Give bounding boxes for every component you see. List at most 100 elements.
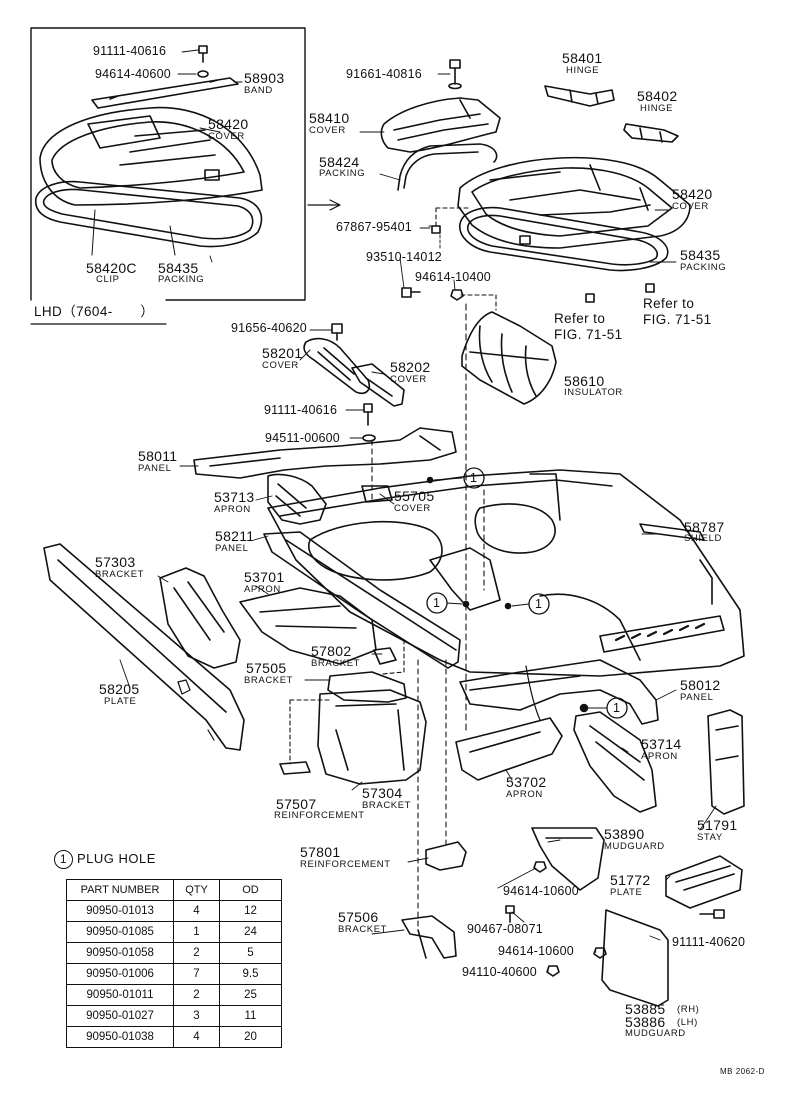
reinforcement-57801 xyxy=(425,841,467,871)
callout-part-number: 53890 xyxy=(604,826,645,842)
bolt-93510 xyxy=(401,287,421,298)
washer-94511 xyxy=(362,434,376,442)
callout-part-name: PANEL xyxy=(138,463,172,474)
inset-packing xyxy=(34,180,263,248)
nut-94614-top xyxy=(450,289,464,301)
callout-part-number: 67867-95401 xyxy=(336,220,412,234)
cover-58410 xyxy=(380,97,501,153)
screw-90467 xyxy=(505,905,515,923)
callout-part-number: 94614-10600 xyxy=(503,884,579,898)
callout-part-name: BRACKET xyxy=(362,800,412,811)
callout-part-name: MUDGUARD xyxy=(604,841,665,852)
callout-part-name: MUDGUARD xyxy=(625,1028,686,1039)
inset-arrow xyxy=(307,199,341,211)
callout-part-number: 58903 xyxy=(244,70,285,86)
plate-51772 xyxy=(665,855,743,909)
plug-marker-3 xyxy=(504,593,550,615)
callout-part-name: CLIP xyxy=(96,274,120,285)
callout-part-number: 58420 xyxy=(208,116,249,132)
callout-part-number: 91111-40616 xyxy=(93,44,167,58)
callout-part-name: APRON xyxy=(641,751,678,762)
callout-part-number: 58435 xyxy=(158,260,199,276)
callout-part-name: BRACKET xyxy=(311,658,361,669)
callout-part-number: 91656-40620 xyxy=(231,321,307,335)
callout-part-number: 57801 xyxy=(300,844,341,860)
callout-part-name: BAND xyxy=(244,85,273,96)
callout-part-name: APRON xyxy=(244,584,281,595)
callout-part-name: SHIELD xyxy=(684,533,722,544)
refer-icons xyxy=(585,283,655,303)
plug-marker-1 xyxy=(426,467,485,489)
panel-58211 xyxy=(263,531,461,669)
callout-part-number: 51791 xyxy=(697,817,738,833)
packing-58435 xyxy=(459,206,669,272)
callout-part-number: 91111-40620 xyxy=(672,935,746,949)
inset-band xyxy=(91,77,239,109)
callout-part-number: 58401 xyxy=(562,50,603,66)
callout-part-name: APRON xyxy=(506,789,543,800)
bracket-57505 xyxy=(327,671,407,703)
callout-part-name: PLATE xyxy=(610,887,643,898)
inset-cover xyxy=(39,106,263,206)
apron-53702 xyxy=(455,717,563,781)
inset-washer xyxy=(197,70,209,78)
callout-part-number: 58424 xyxy=(319,154,360,170)
plug-marker-symbol: 1 xyxy=(54,850,73,869)
callout-part-number: 53714 xyxy=(641,736,682,752)
bolt-91111 xyxy=(363,403,373,426)
bolt-91656 xyxy=(331,323,343,341)
callout-part-name: INSULATOR xyxy=(564,387,623,398)
callout-part-number: 57303 xyxy=(95,554,136,570)
callout-part-number: 57304 xyxy=(362,785,403,801)
callout-part-number: 58012 xyxy=(680,677,721,693)
reinforcement-57507 xyxy=(279,761,311,775)
callout-part-name: BRACKET xyxy=(95,569,145,580)
callout-part-name: REINFORCEMENT xyxy=(274,810,365,821)
callout-part-number: 55705 xyxy=(394,488,435,504)
cover-58201 xyxy=(303,337,371,395)
plug-marker-4 xyxy=(579,697,628,719)
callout-part-name: PACKING xyxy=(158,274,205,285)
callout-part-name: COVER xyxy=(390,374,427,385)
apron-53713 xyxy=(267,473,327,525)
callout-part-name: COVER xyxy=(309,125,346,136)
callout-part-number: 91111-40616 xyxy=(264,403,338,417)
bracket-57303 xyxy=(159,567,241,669)
callout-part-name: PACKING xyxy=(680,262,727,273)
callout-part-name: COVER xyxy=(262,360,299,371)
callout-part-number: 58420 xyxy=(672,186,713,202)
callout-part-number: 53701 xyxy=(244,569,285,585)
callout-part-name: APRON xyxy=(214,504,251,515)
panel-58012 xyxy=(459,659,659,725)
callout-part-number: 58211 xyxy=(215,528,255,544)
callout-part-name: COVER xyxy=(208,131,245,142)
screw-67867 xyxy=(431,225,441,234)
hinge-58401 xyxy=(544,85,615,107)
mudguard-53890 xyxy=(531,827,605,891)
stay-51791 xyxy=(707,709,745,815)
callout-part-number: 90467-08071 xyxy=(467,922,543,936)
callout-part-number: 57505 xyxy=(246,660,287,676)
callout-part-name: COVER xyxy=(394,503,431,514)
callout-part-name: (LH) xyxy=(677,1017,698,1028)
plate-58205 xyxy=(43,543,245,751)
inset-frame xyxy=(30,27,306,301)
column-header: QTY xyxy=(173,879,220,901)
callout-part-name: COVER xyxy=(672,201,709,212)
plug-marker-digit: 1 xyxy=(535,597,543,611)
plug-marker-digit: 1 xyxy=(470,471,478,485)
cover-55705 xyxy=(361,485,393,503)
callout-part-number: 94110-40600 xyxy=(462,965,537,979)
packing-58424 xyxy=(397,143,498,191)
callout-part-number: 93510-14012 xyxy=(366,250,442,264)
callout-part-number: 58201 xyxy=(262,345,303,361)
column-header: OD xyxy=(219,879,282,901)
callout-part-number: 94614-10400 xyxy=(415,270,491,284)
lhd-applicability-note: LHD（7604- ） xyxy=(34,304,155,319)
apron-53714 xyxy=(573,711,657,813)
callout-part-number: 58205 xyxy=(99,681,140,697)
callout-part-name: PACKING xyxy=(319,168,366,179)
